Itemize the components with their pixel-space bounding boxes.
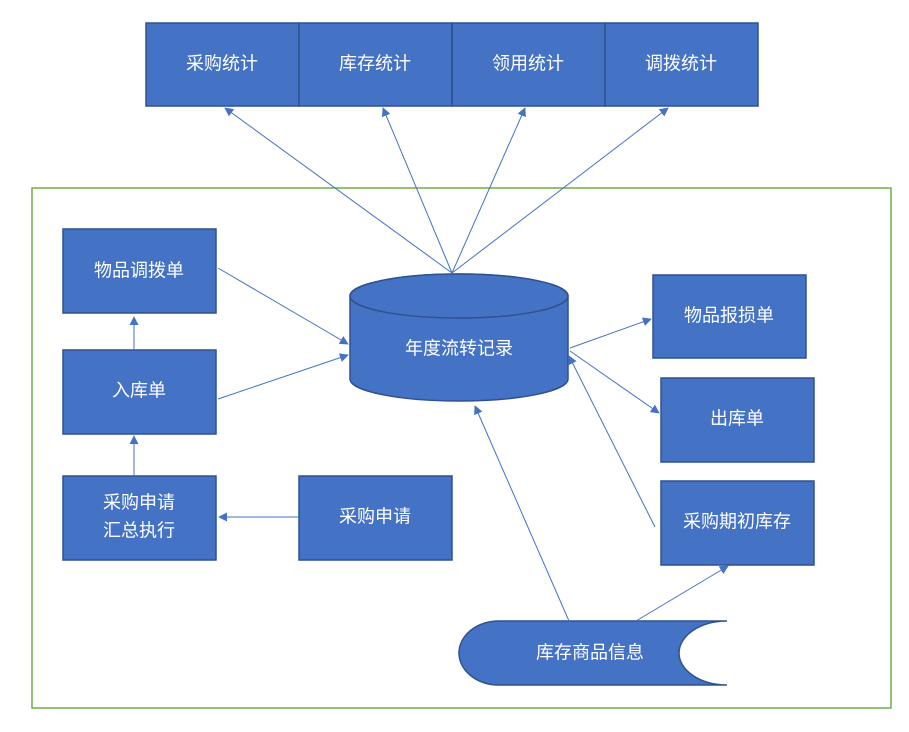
arrow-diaobodan-to-db xyxy=(217,267,349,345)
arrow-db-to-chukudan xyxy=(569,350,660,414)
node-kucun-tongji[interactable]: 库存统计 xyxy=(298,22,453,107)
node-caigou-qichu-kucun-label: 采购期初库存 xyxy=(683,512,791,533)
node-caigou-shenqing[interactable]: 采购申请 xyxy=(298,475,453,561)
node-rukudan-label: 入库单 xyxy=(112,381,166,402)
node-wupin-diaobodan-label: 物品调拨单 xyxy=(94,261,184,282)
node-wupin-diaobodan[interactable]: 物品调拨单 xyxy=(62,228,217,314)
node-niandu-liuzhuan-jilu-database[interactable]: 年度流转记录 xyxy=(349,273,569,402)
node-chukudan-label: 出库单 xyxy=(710,409,764,430)
node-caigou-shenqing-huizong-line1: 采购申请 xyxy=(103,493,175,514)
node-caigou-qichu-kucun[interactable]: 采购期初库存 xyxy=(660,480,815,566)
node-diaobo-tongji[interactable]: 调拨统计 xyxy=(604,22,759,107)
node-kucun-shangpin-xinxi-storage[interactable]: 库存商品信息 xyxy=(458,620,728,686)
node-caigou-shenqing-huizong-line2: 汇总执行 xyxy=(103,521,175,542)
node-caigou-shenqing-label: 采购申请 xyxy=(339,507,411,528)
node-lingyong-tongji[interactable]: 领用统计 xyxy=(451,22,606,107)
arrow-db-to-lingyong-tongji xyxy=(451,107,526,274)
node-rukudan[interactable]: 入库单 xyxy=(62,349,217,435)
node-diaobo-tongji-label: 调拨统计 xyxy=(645,54,717,75)
node-lingyong-tongji-label: 领用统计 xyxy=(492,54,564,75)
arrow-db-to-diaobo-tongji xyxy=(451,107,669,274)
node-caigou-tongji-label: 采购统计 xyxy=(186,54,258,75)
node-kucun-shangpin-xinxi-label: 库存商品信息 xyxy=(536,643,644,664)
arrow-rukudan-to-db xyxy=(217,353,349,400)
system-boundary-frame xyxy=(31,187,892,709)
node-kucun-tongji-label: 库存统计 xyxy=(339,54,411,75)
arrow-db-to-caigou-tongji xyxy=(224,107,453,274)
node-caigou-shenqing-huizong[interactable]: 采购申请 汇总执行 xyxy=(62,475,217,561)
arrow-kucun-xinxi-to-db xyxy=(474,405,570,622)
arrow-db-to-kucun-tongji xyxy=(381,107,453,274)
arrow-db-to-baosundan xyxy=(569,317,652,349)
node-chukudan[interactable]: 出库单 xyxy=(660,377,815,463)
node-caigou-tongji[interactable]: 采购统计 xyxy=(145,22,300,107)
arrow-qichu-kucun-to-db xyxy=(568,355,656,528)
node-niandu-liuzhuan-jilu-label: 年度流转记录 xyxy=(405,339,513,360)
node-wupin-baosundan-label: 物品报损单 xyxy=(684,306,774,327)
node-wupin-baosundan[interactable]: 物品报损单 xyxy=(652,274,807,359)
arrow-kucun-xinxi-to-qichu-kucun xyxy=(635,565,729,622)
